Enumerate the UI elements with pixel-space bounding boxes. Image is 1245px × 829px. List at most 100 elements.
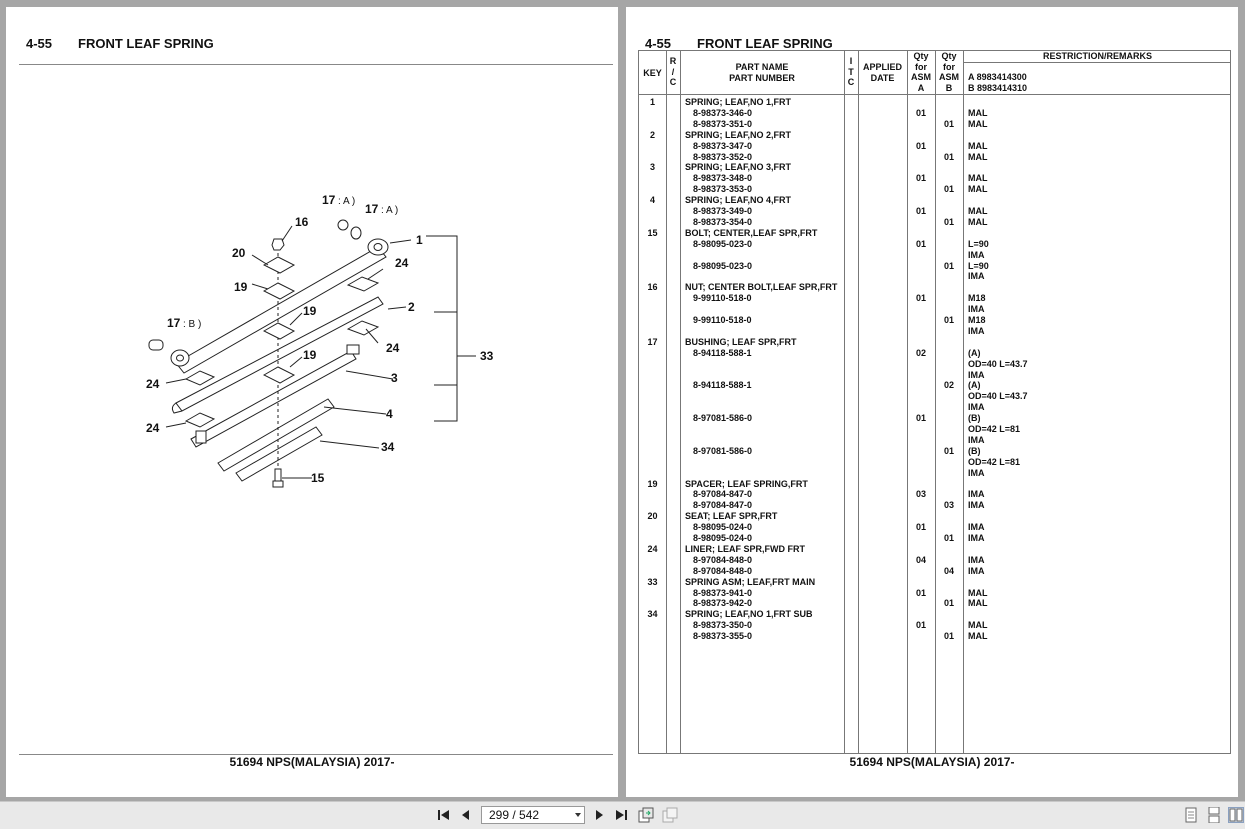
callout-19c: 19 bbox=[303, 348, 317, 362]
part-name-cell: BOLT; CENTER,LEAF SPR,FRT bbox=[685, 227, 818, 238]
first-page-icon[interactable] bbox=[436, 807, 452, 823]
remarks-cell: MAL bbox=[968, 216, 988, 227]
part-number-cell: 8-98373-348-0 bbox=[693, 173, 753, 184]
part-number-cell: 8-94118-588-1 bbox=[693, 380, 752, 391]
page-number-field[interactable]: 299 / 542 bbox=[481, 806, 585, 824]
part-number-cell: 8-97084-848-0 bbox=[693, 565, 753, 576]
callout-19b: 19 bbox=[303, 304, 317, 318]
qty-b-cell: 01 bbox=[943, 315, 954, 325]
qty-b-cell: 03 bbox=[943, 500, 954, 511]
qty-a-cell: 01 bbox=[915, 293, 926, 304]
qty-a-cell: 03 bbox=[915, 489, 926, 500]
qty-b-cell: 01 bbox=[943, 118, 954, 129]
continuous-page-icon[interactable] bbox=[1206, 807, 1222, 823]
seat bbox=[262, 256, 296, 274]
part-name-cell: SPRING; LEAF,NO 3,FRT bbox=[685, 162, 792, 173]
remarks-cell: MAL bbox=[968, 206, 988, 216]
part-number-cell: 8-98373-346-0 bbox=[693, 107, 753, 118]
part-name-cell: SPRING; LEAF,NO 1,FRT bbox=[685, 97, 792, 107]
page-title: 4-55 FRONT LEAF SPRING bbox=[26, 36, 214, 51]
chevron-down-icon[interactable] bbox=[575, 813, 581, 817]
title-divider bbox=[19, 64, 613, 65]
leaf-eye-front bbox=[367, 238, 389, 256]
copy-icon[interactable] bbox=[662, 807, 678, 823]
part-number-cell: 8-97084-847-0 bbox=[693, 500, 753, 511]
qty-a-cell: 02 bbox=[915, 347, 926, 358]
part-name-cell: SEAT; LEAF SPR,FRT bbox=[685, 511, 778, 522]
part-number-cell: 8-98373-355-0 bbox=[693, 631, 753, 642]
section-number: 4-55 bbox=[26, 36, 53, 51]
table-row: OD=42 L=81 bbox=[639, 424, 1230, 435]
remarks-cell: OD=40 L=43.7 bbox=[968, 358, 1028, 369]
key-cell: 34 bbox=[647, 609, 658, 620]
qty-b-cell: 01 bbox=[943, 533, 954, 543]
remarks-cell: IMA bbox=[968, 500, 985, 511]
callout-17a-1: 17 bbox=[322, 193, 336, 207]
remarks-cell: IMA bbox=[968, 271, 985, 282]
qty-a-cell: 01 bbox=[915, 413, 926, 424]
remarks-cell: IMA bbox=[968, 489, 985, 500]
next-page-icon[interactable] bbox=[591, 807, 607, 823]
callout-24c: 24 bbox=[146, 377, 160, 391]
section-title: FRONT LEAF SPRING bbox=[78, 36, 214, 51]
table-row: IMA bbox=[639, 304, 1230, 315]
key-cell: 16 bbox=[647, 282, 658, 293]
two-page-icon[interactable] bbox=[1228, 807, 1244, 823]
remarks-cell: (A) bbox=[968, 347, 981, 358]
single-page-icon[interactable] bbox=[1183, 807, 1199, 823]
remarks-cell: OD=40 L=43.7 bbox=[968, 391, 1028, 402]
leaf-spring-sub bbox=[235, 426, 323, 482]
table-row: 4 SPRING; LEAF,NO 4,FRT bbox=[639, 195, 1230, 206]
part-number-cell: 8-98095-023-0 bbox=[693, 260, 753, 271]
part-number-cell: 8-97084-847-0 bbox=[693, 489, 753, 500]
leaf-eye-rear bbox=[170, 349, 190, 367]
remarks-cell: MAL bbox=[968, 598, 988, 609]
remarks-cell: MAL bbox=[968, 184, 988, 195]
section-number: 4-55 bbox=[645, 36, 672, 51]
table-row: IMA bbox=[639, 370, 1230, 381]
part-name-cell: SPRING; LEAF,NO 2,FRT bbox=[685, 129, 792, 140]
last-page-icon[interactable] bbox=[613, 807, 629, 823]
key-cell: 4 bbox=[649, 195, 655, 206]
prev-page-icon[interactable] bbox=[458, 807, 474, 823]
bushing-a-1 bbox=[337, 219, 349, 231]
remarks-cell: IMA bbox=[968, 249, 985, 260]
table-row: OD=42 L=81 bbox=[639, 457, 1230, 468]
qty-b-cell: 04 bbox=[943, 565, 954, 576]
part-number-cell: 8-98373-353-0 bbox=[693, 184, 753, 195]
center-nut bbox=[271, 238, 285, 251]
callout-20: 20 bbox=[232, 246, 246, 260]
header-remarks: RESTRICTION/REMARKS bbox=[1042, 51, 1152, 61]
export-icon[interactable] bbox=[638, 807, 654, 823]
qty-b-cell: 01 bbox=[943, 184, 954, 195]
part-name-cell: BUSHING; LEAF SPR,FRT bbox=[685, 336, 797, 347]
key-cell: 1 bbox=[649, 97, 655, 107]
callout-2: 2 bbox=[408, 300, 415, 314]
part-name-cell: SPRING; LEAF,NO 4,FRT bbox=[685, 195, 792, 206]
remarks-cell: IMA bbox=[968, 434, 985, 445]
qty-b-cell: 01 bbox=[943, 631, 954, 642]
part-number-cell: 8-97081-586-0 bbox=[693, 445, 753, 456]
part-number-cell: 8-97084-848-0 bbox=[693, 554, 753, 565]
liner-3 bbox=[184, 370, 216, 386]
